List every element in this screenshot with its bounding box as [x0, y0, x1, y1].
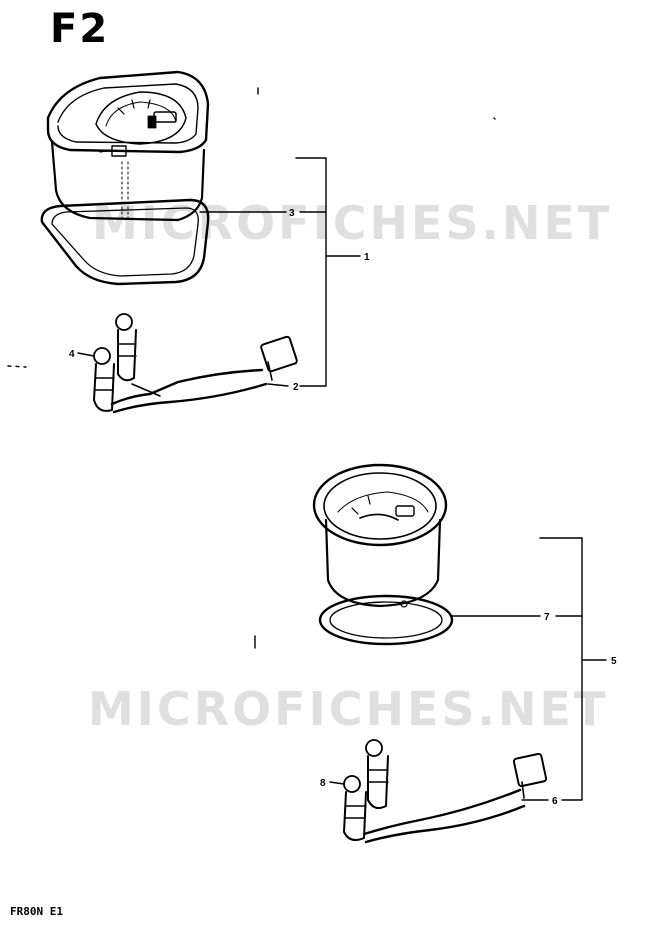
speedometer-square: [46, 70, 210, 222]
callouts: 1 2 3 4 5 6 7 8: [69, 208, 617, 807]
callout-4: 4: [69, 349, 75, 360]
callout-3: 3: [289, 208, 295, 219]
callout-7: 7: [544, 612, 550, 623]
speedometer-round: [312, 463, 448, 608]
harness-lower: [343, 739, 548, 844]
callout-2: 2: [293, 382, 299, 393]
leaders-lower: [254, 537, 607, 801]
figure-code: F2: [50, 6, 110, 52]
harness-upper: [93, 313, 298, 414]
watermark-top: MICROFICHES.NET: [92, 196, 613, 250]
gasket-round: [318, 594, 454, 646]
leaders-upper: [7, 87, 496, 387]
model-code: FR80N E1: [10, 905, 63, 918]
callout-8: 8: [320, 778, 326, 789]
callout-1: 1: [364, 252, 370, 263]
callout-5: 5: [611, 656, 617, 667]
watermark-bottom: MICROFICHES.NET: [88, 682, 609, 736]
callout-6: 6: [552, 796, 558, 807]
gasket-square: [40, 198, 210, 286]
